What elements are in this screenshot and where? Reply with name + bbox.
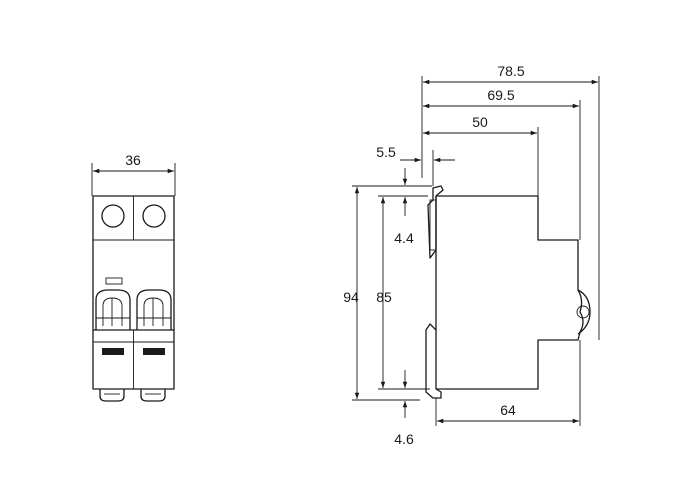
depth-dimension-78-5: 78.5 <box>423 63 598 85</box>
breaker-side-profile <box>425 185 591 399</box>
front-width-dimension: 36 <box>91 152 176 196</box>
body-height-label: 85 <box>376 289 392 305</box>
bottom-clip-dimension: 4.6 <box>394 370 414 447</box>
depth-dimension-50: 50 <box>423 114 537 136</box>
toggle-handles <box>95 289 172 330</box>
side-view: 78.5 69.5 50 5.5 94 85 <box>343 63 600 447</box>
overall-height-dimension: 94 <box>343 187 360 399</box>
bottom-terminals <box>99 389 166 402</box>
indicator-window-right <box>143 348 165 355</box>
front-view: 36 <box>91 152 176 402</box>
depth-dimension-69-5: 69.5 <box>423 87 579 109</box>
indicator-window-left <box>102 348 124 355</box>
front-width-label: 36 <box>125 152 141 168</box>
terminal-screw-left-icon <box>101 204 125 228</box>
base-depth-label: 64 <box>500 402 516 418</box>
depth-front-label: 50 <box>472 114 488 130</box>
terminal-screw-right-icon <box>142 204 166 228</box>
bottom-clip-label: 4.6 <box>394 431 414 447</box>
depth-total-label: 78.5 <box>497 63 524 79</box>
top-clip-label: 4.4 <box>394 230 414 246</box>
body-height-dimension: 85 <box>376 197 392 388</box>
overall-height-label: 94 <box>343 289 359 305</box>
rail-offset-dimension: 5.5 <box>376 144 455 186</box>
top-clip-dimension: 4.4 <box>394 168 414 246</box>
base-depth-dimension: 64 <box>435 340 581 426</box>
rail-offset-label: 5.5 <box>376 144 396 160</box>
depth-mid-label: 69.5 <box>487 87 514 103</box>
